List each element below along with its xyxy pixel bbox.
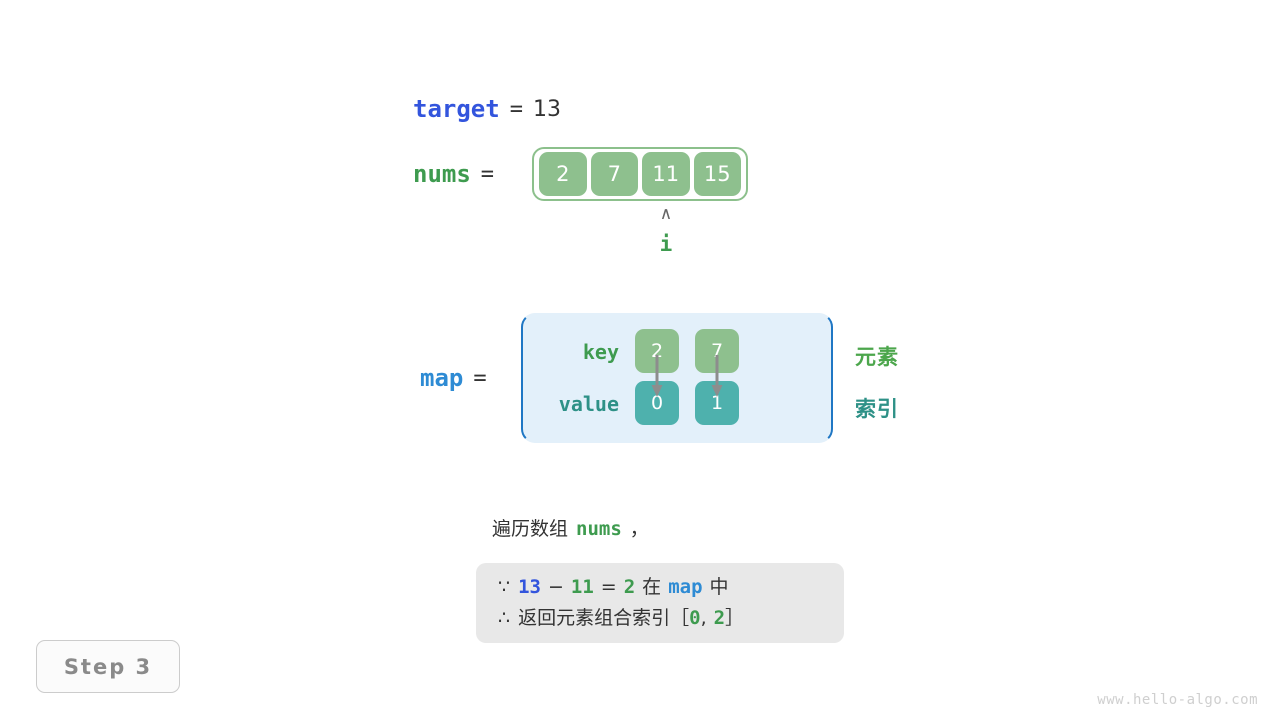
target-equals-sign: = bbox=[509, 96, 523, 122]
result-bracket-open: ［ bbox=[670, 607, 690, 629]
conclusion-map-token: map bbox=[668, 576, 703, 598]
nums-declaration: nums = bbox=[413, 158, 494, 190]
target-declaration: target = 13 bbox=[413, 93, 561, 125]
conclusion-box: ∵ 13 − 11 = 2 在 map 中 ∴ 返回元素组合索引 ［ 0 , 2… bbox=[476, 563, 844, 643]
map-side-label-element: 元素 bbox=[855, 345, 899, 369]
conclusion-minus-sign: − bbox=[547, 576, 564, 598]
conclusion-current-num: 11 bbox=[570, 576, 594, 598]
conclusion-tail-word: 中 bbox=[709, 576, 729, 598]
caption-code-token: nums bbox=[576, 518, 622, 540]
result-index-first: 0 bbox=[689, 607, 701, 629]
map-variable-name: map bbox=[420, 364, 464, 392]
result-index-second: 2 bbox=[713, 607, 726, 629]
caption-text: 遍历数组 nums ， bbox=[492, 514, 649, 541]
nums-equals-sign: = bbox=[480, 161, 495, 187]
map-declaration: map = bbox=[420, 362, 487, 394]
result-bracket-close: ］ bbox=[725, 607, 745, 629]
nums-cell: 11 bbox=[642, 152, 690, 196]
map-row-label-key: key bbox=[582, 340, 619, 364]
result-comma: , bbox=[700, 607, 707, 629]
step-badge: Step 3 bbox=[36, 640, 180, 693]
conclusion-target-value: 13 bbox=[518, 576, 541, 598]
therefore-symbol: ∴ bbox=[498, 607, 511, 629]
map-equals-sign: = bbox=[473, 365, 487, 391]
nums-cell: 2 bbox=[539, 152, 587, 196]
key-to-value-arrow-icon bbox=[711, 355, 723, 397]
watermark: www.hello-algo.com bbox=[1097, 692, 1258, 708]
index-pointer-caret-icon: ∧ bbox=[659, 204, 673, 224]
key-to-value-arrow-icon bbox=[651, 355, 663, 397]
target-variable-name: target bbox=[413, 95, 500, 123]
caption-suffix: ， bbox=[629, 518, 649, 540]
conclusion-complement: 2 bbox=[623, 576, 636, 598]
conclusion-line-2: ∴ 返回元素组合索引 ［ 0 , 2 ］ bbox=[498, 603, 822, 634]
nums-cell: 7 bbox=[590, 152, 638, 196]
target-value: 13 bbox=[532, 96, 561, 122]
map-value-cell: 0 bbox=[635, 381, 679, 425]
nums-cell: 15 bbox=[693, 152, 741, 196]
map-side-label-index: 索引 bbox=[855, 397, 899, 421]
conclusion-equals-sign: = bbox=[600, 576, 617, 598]
because-symbol: ∵ bbox=[498, 576, 511, 598]
nums-array-container: 2 7 11 15 bbox=[532, 147, 748, 201]
caption-prefix: 遍历数组 bbox=[492, 518, 569, 540]
index-pointer-label: i bbox=[659, 232, 673, 256]
conclusion-line-1: ∵ 13 − 11 = 2 在 map 中 bbox=[498, 572, 822, 603]
map-row-label-value: value bbox=[558, 392, 619, 416]
nums-variable-name: nums bbox=[413, 160, 471, 188]
conclusion-result-text: 返回元素组合索引 bbox=[518, 607, 671, 629]
conclusion-in-word: 在 bbox=[642, 576, 662, 598]
